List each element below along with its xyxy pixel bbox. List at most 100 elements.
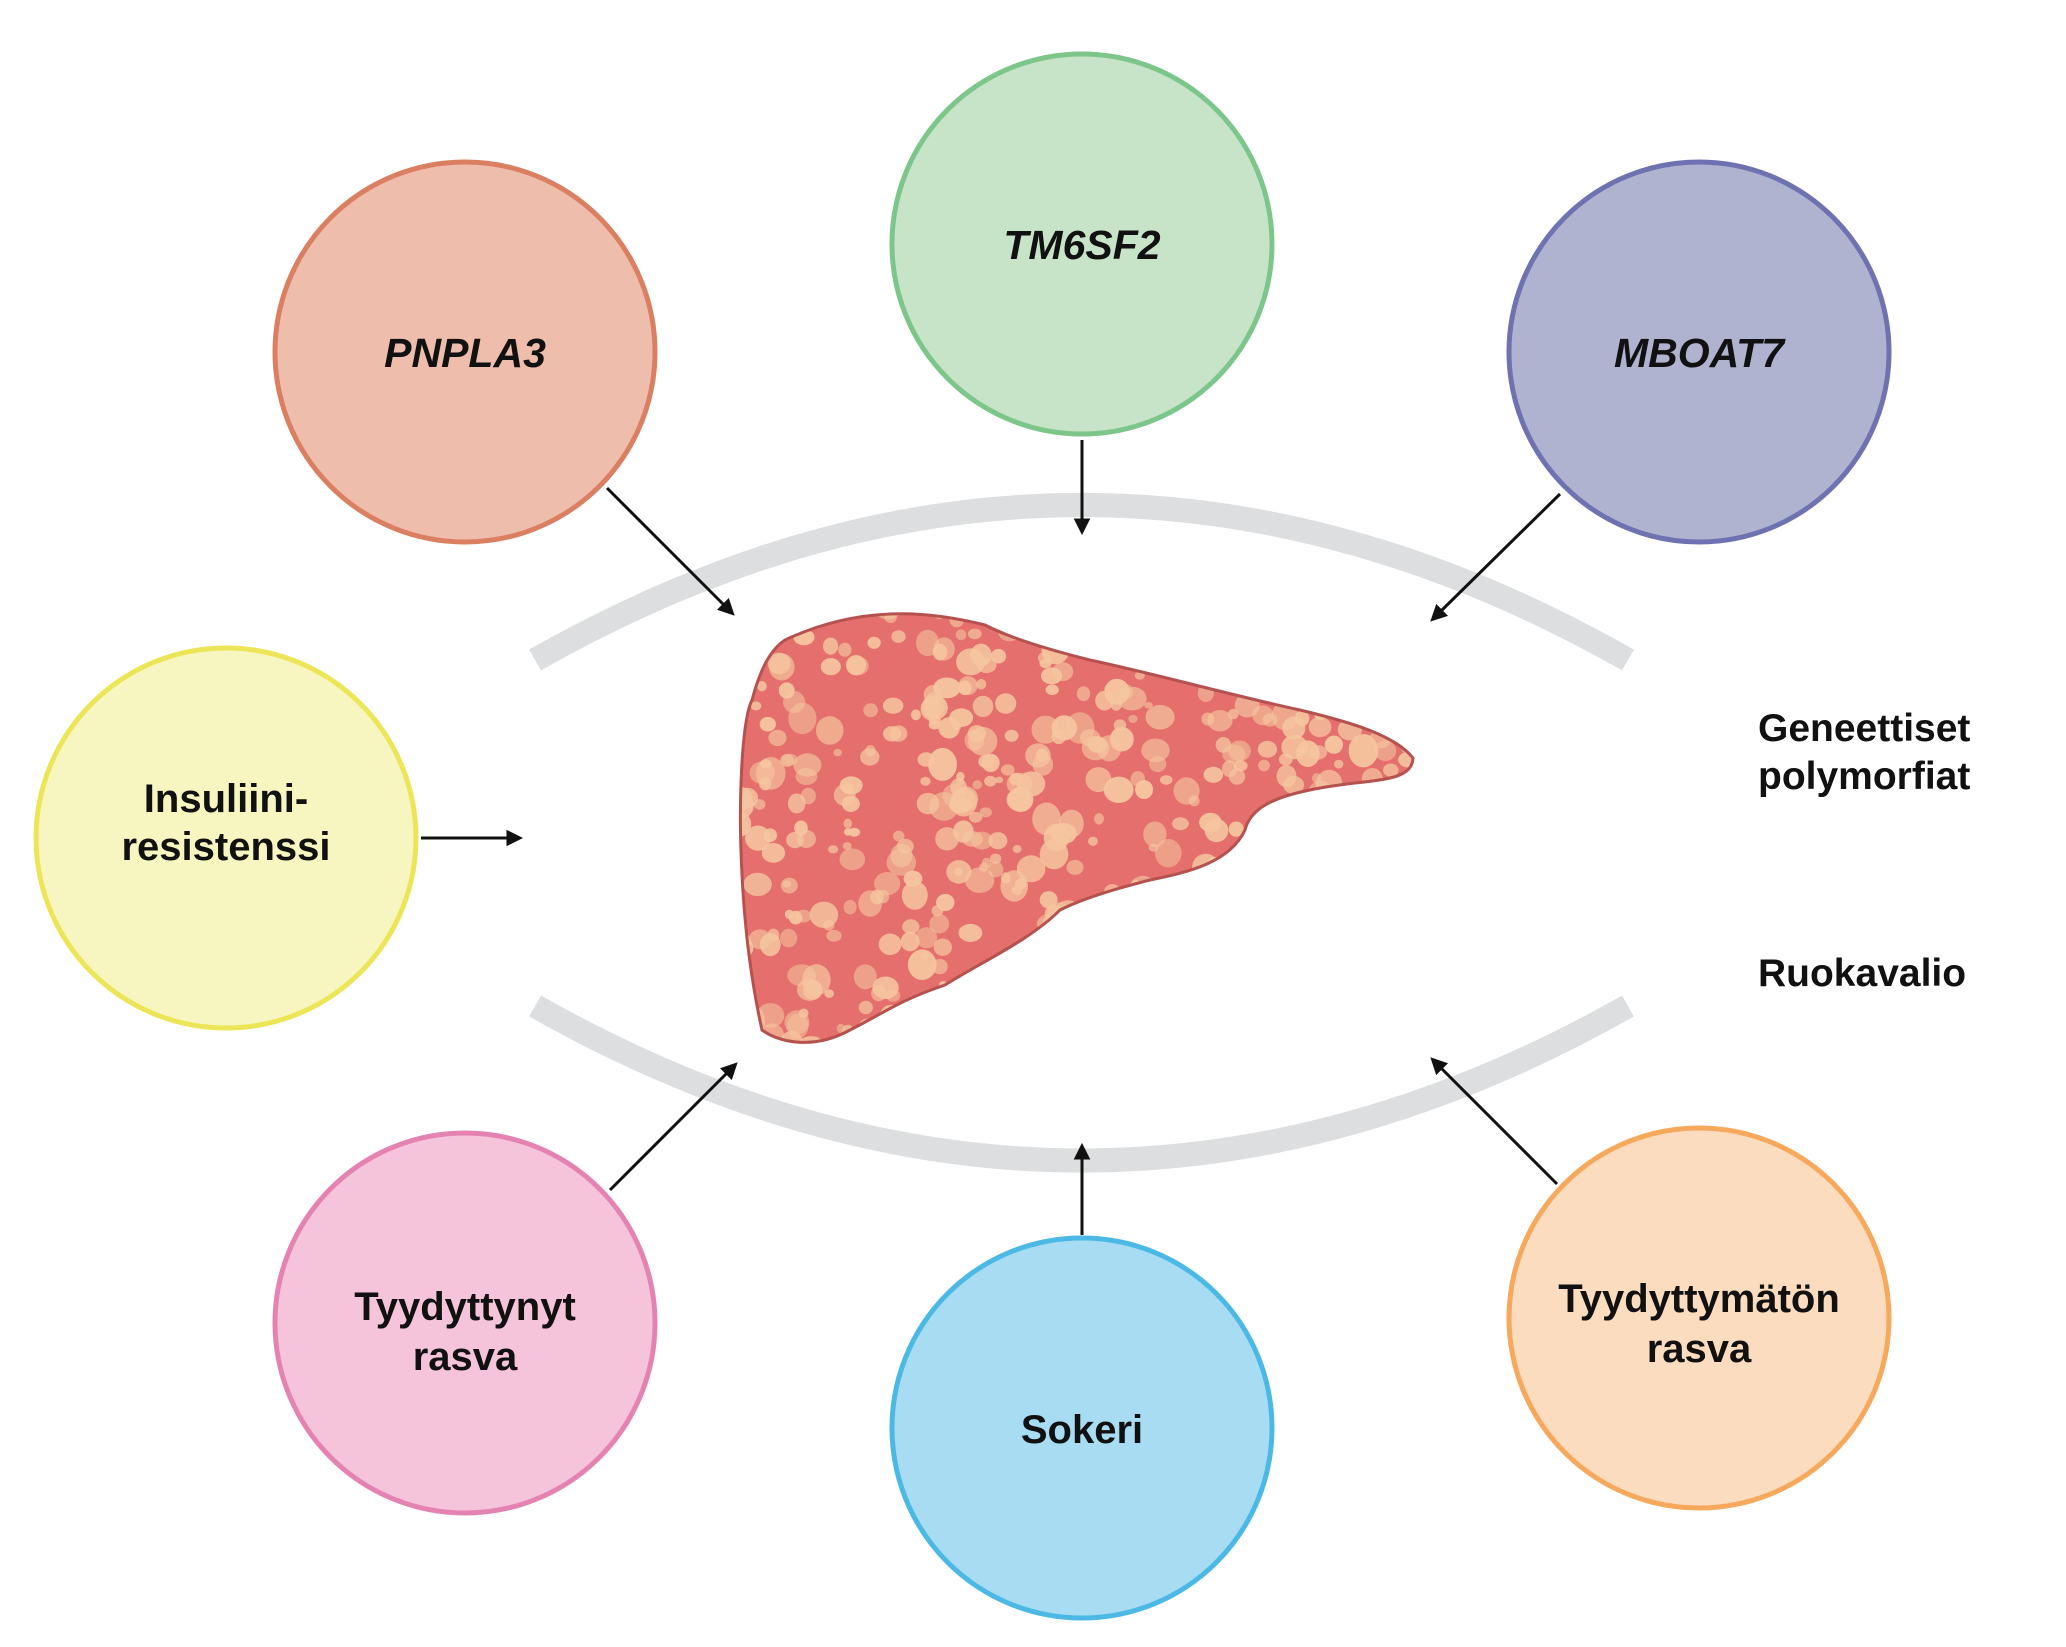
fat-droplet <box>815 716 844 745</box>
fat-droplet <box>1177 943 1198 964</box>
fat-droplet <box>1076 613 1094 627</box>
fat-droplet <box>1257 833 1275 852</box>
fat-droplet <box>1272 871 1295 893</box>
fat-droplet <box>1368 896 1384 909</box>
factor-circle-insulin <box>33 645 419 1031</box>
fat-droplet <box>1309 836 1340 861</box>
fat-droplet <box>870 889 884 905</box>
fat-droplet <box>1215 866 1227 880</box>
fat-droplet <box>1000 955 1019 977</box>
fat-droplet <box>752 641 770 660</box>
fat-droplet <box>1369 698 1386 716</box>
fat-droplet <box>1173 777 1200 805</box>
fat-droplet <box>1396 872 1410 883</box>
fat-droplet <box>1390 625 1413 654</box>
fat-droplet <box>922 695 948 720</box>
fat-droplet <box>1109 613 1124 615</box>
fat-droplet <box>928 747 957 781</box>
fat-droplet <box>1370 891 1395 919</box>
fat-droplet <box>979 807 992 818</box>
fat-droplet <box>1330 882 1348 899</box>
fat-droplet <box>1318 1029 1332 1043</box>
fat-droplet <box>1191 1024 1200 1033</box>
gene-circle-tm6sf2 <box>889 51 1275 437</box>
fat-droplet <box>809 901 839 928</box>
fat-droplet <box>1076 686 1091 702</box>
fat-droplet <box>847 656 869 676</box>
fat-droplet <box>1018 961 1040 984</box>
fat-droplet <box>883 726 902 742</box>
fat-droplet <box>1062 981 1072 990</box>
fat-droplet <box>1065 712 1095 744</box>
fat-droplet <box>1169 652 1188 671</box>
fat-droplet <box>1136 1020 1166 1043</box>
fat-droplet <box>1000 872 1011 884</box>
fat-droplet <box>1017 771 1046 797</box>
factor-node-insulin: Insuliini- resistenssi <box>33 645 419 1031</box>
fat-droplet <box>1172 817 1189 831</box>
factor-label-sugar: Sokeri <box>1021 1408 1143 1452</box>
liver-illustration <box>738 612 1415 1044</box>
fat-droplet <box>1357 668 1385 699</box>
fat-droplet <box>1110 697 1123 711</box>
fat-droplet <box>933 938 952 956</box>
fat-droplet <box>1410 983 1413 1008</box>
fat-droplet <box>928 720 941 730</box>
fat-droplet <box>886 849 917 876</box>
fat-droplet <box>901 880 928 910</box>
fat-droplet <box>1301 964 1312 978</box>
fat-droplet <box>1056 950 1081 977</box>
fat-droplet <box>1290 914 1307 932</box>
gene-node-tm6sf2: TM6SF2 <box>889 51 1275 437</box>
fat-droplet <box>838 642 852 657</box>
fat-droplet <box>1324 974 1334 983</box>
fat-droplet <box>917 752 935 767</box>
fat-droplet <box>1270 990 1301 1023</box>
fat-droplet <box>780 754 794 767</box>
fat-droplet <box>958 923 983 942</box>
fat-droplet <box>978 754 995 769</box>
fat-droplet <box>872 976 899 1000</box>
fat-droplet <box>1331 689 1346 702</box>
fat-droplet <box>1348 1009 1376 1038</box>
fat-droplet <box>1407 854 1413 883</box>
fat-droplet <box>1125 613 1155 644</box>
fat-droplet <box>994 776 1004 784</box>
fat-droplet <box>967 628 982 640</box>
fat-droplet <box>1394 691 1413 713</box>
fat-droplet <box>1360 989 1380 1007</box>
fat-droplet <box>1144 702 1153 709</box>
fat-droplet <box>1374 808 1399 828</box>
fat-droplet <box>753 799 766 810</box>
fat-droplet <box>1204 818 1229 843</box>
fat-droplet <box>1239 891 1258 910</box>
fat-droplet <box>878 933 902 956</box>
fat-droplet <box>969 978 978 988</box>
fat-droplet <box>1175 1006 1200 1032</box>
fat-droplet <box>1388 775 1413 801</box>
fat-droplet <box>1094 910 1105 919</box>
factor-label-saturated-fat-line2: rasva <box>413 1335 518 1379</box>
fat-droplet <box>1164 961 1192 988</box>
fat-droplet <box>1028 1006 1042 1021</box>
arrow-saturated <box>608 1062 738 1192</box>
factor-node-saturated-fat: Tyydyttynyt rasva <box>272 1130 658 1516</box>
fat-droplet <box>1272 680 1294 701</box>
fat-droplet <box>767 928 780 942</box>
fat-droplet <box>1370 628 1396 651</box>
fat-droplet <box>972 993 984 1003</box>
fat-droplet <box>929 914 950 934</box>
fat-droplet <box>1024 966 1050 989</box>
fat-droplet <box>740 613 763 622</box>
fat-droplet <box>1396 968 1413 990</box>
fat-droplet <box>743 872 772 897</box>
fat-droplet <box>748 929 772 950</box>
fat-droplet <box>867 636 881 649</box>
fat-droplet <box>989 853 1002 864</box>
fat-droplet <box>1261 960 1292 987</box>
fat-droplet <box>798 613 828 621</box>
fat-droplet <box>1060 613 1078 626</box>
fat-droplet <box>1213 961 1242 993</box>
fat-droplet <box>759 716 776 732</box>
